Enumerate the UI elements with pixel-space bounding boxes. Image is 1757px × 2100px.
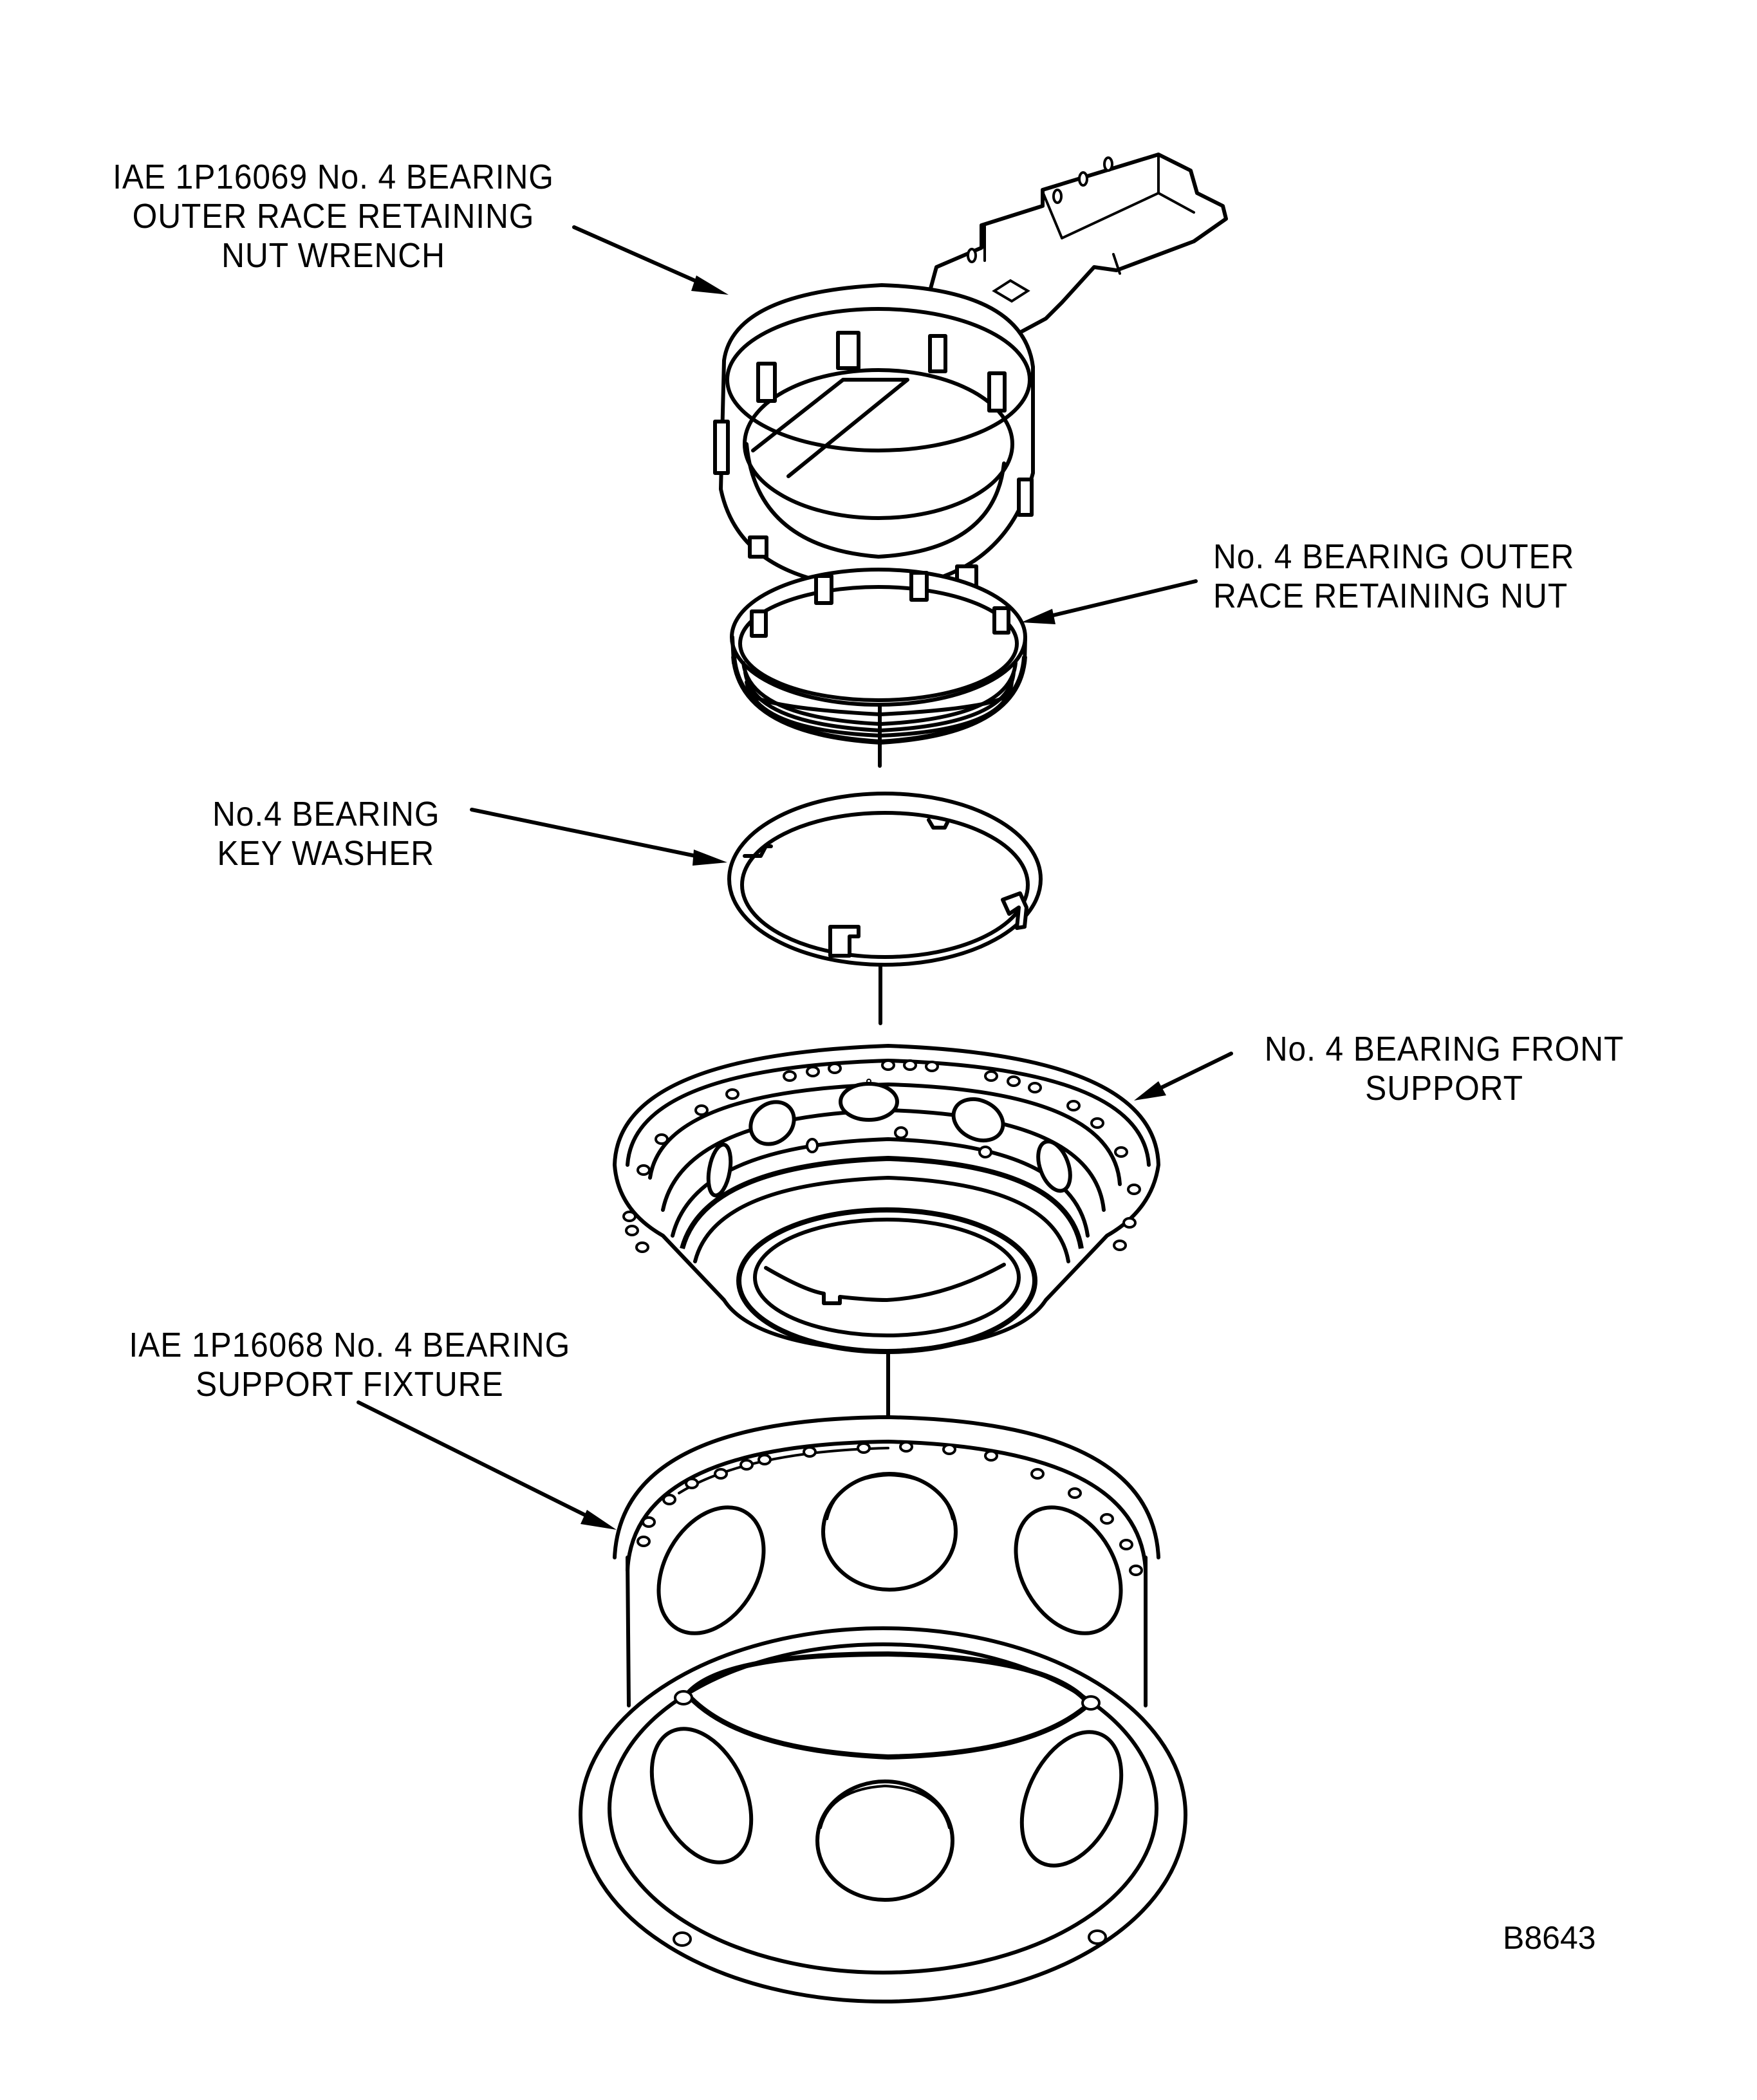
- callout-line: KEY WASHER: [217, 834, 435, 873]
- callout-retaining-nut: No. 4 BEARING OUTER RACE RETAINING NUT: [1213, 537, 1574, 616]
- leader-arrow-washer: [470, 808, 727, 866]
- callout-line: No.4 BEARING: [212, 795, 440, 833]
- callout-front-support: No. 4 BEARING FRONT SUPPORT: [1237, 1030, 1651, 1108]
- leader-arrow-wrench: [572, 225, 729, 295]
- bearing-support-icon: [613, 1044, 1160, 1354]
- leader-arrow-front-support: [1134, 1052, 1233, 1101]
- callout-line: NUT WRENCH: [221, 236, 445, 275]
- callout-nut-wrench: IAE 1P16069 No. 4 BEARING OUTER RACE RET…: [82, 158, 585, 275]
- threaded-nut-icon: [730, 568, 1027, 745]
- leader-arrow-fixture: [357, 1400, 617, 1530]
- callout-line: OUTER RACE RETAINING: [132, 197, 535, 236]
- leader-arrow-nut: [1021, 579, 1198, 624]
- callout-line: SUPPORT: [1365, 1069, 1523, 1108]
- callout-line: IAE 1P16068 No. 4 BEARING: [129, 1326, 571, 1364]
- figure-number: B8643: [1503, 1920, 1596, 1956]
- bolt-hole: [637, 1441, 1143, 1576]
- wrench-ring-icon: [713, 153, 1228, 599]
- callout-line: No. 4 BEARING OUTER: [1213, 537, 1575, 576]
- callout-line: IAE 1P16069 No. 4 BEARING: [113, 158, 554, 196]
- callout-line: SUPPORT FIXTURE: [196, 1365, 504, 1404]
- bolt-hole: [622, 1059, 1141, 1253]
- callout-key-washer: No.4 BEARING KEY WASHER: [212, 795, 440, 873]
- support-fixture-icon: [579, 1415, 1187, 2003]
- callout-line: RACE RETAINING NUT: [1213, 577, 1568, 615]
- callout-support-fixture: IAE 1P16068 No. 4 BEARING SUPPORT FIXTUR…: [97, 1326, 603, 1404]
- callout-line: No. 4 BEARING FRONT: [1264, 1030, 1624, 1068]
- key-washer-icon: [727, 792, 1043, 967]
